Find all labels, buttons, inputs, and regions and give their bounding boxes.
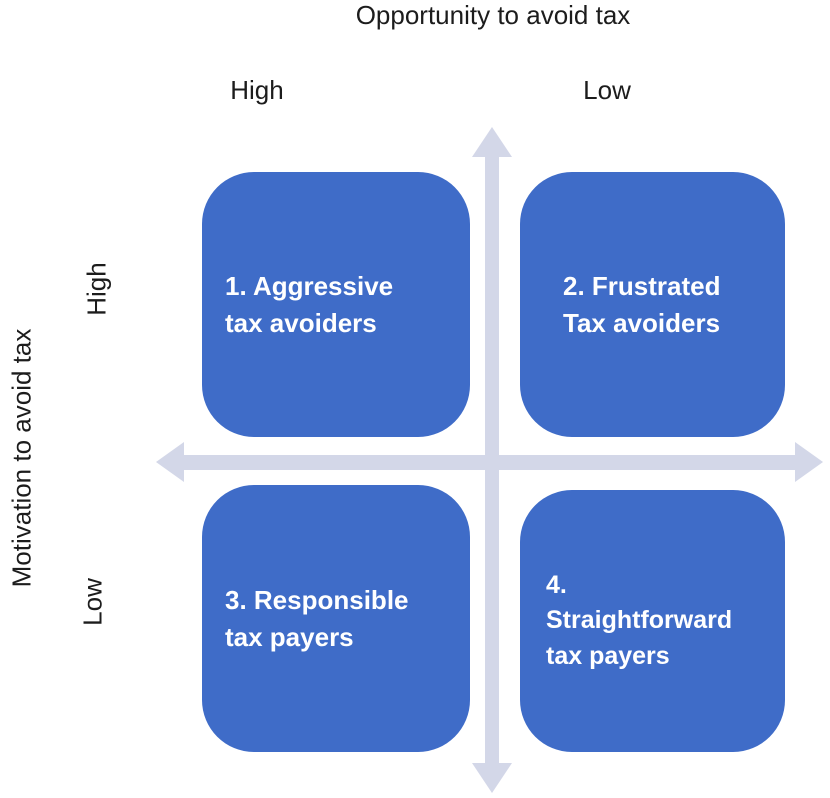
quadrant-3-responsible-tax-payers: 3. Responsible tax payers xyxy=(202,485,470,752)
quadrant-2-frustrated-tax-avoiders: 2. Frustrated Tax avoiders xyxy=(520,172,785,437)
y-axis-title: Motivation to avoid tax xyxy=(6,328,37,588)
horizontal-arrow-shaft xyxy=(184,455,795,470)
arrow-down-head-icon xyxy=(472,763,512,793)
y-axis-high-label: High xyxy=(81,262,112,316)
quadrant-label: 2. Frustrated Tax avoiders xyxy=(563,270,721,338)
arrow-right-head-icon xyxy=(795,442,823,482)
quadrant-4-straightforward-tax-payers: 4. Straightforward tax payers xyxy=(520,490,785,752)
x-axis-low-label: Low xyxy=(583,75,631,105)
y-axis-low-label: Low xyxy=(77,578,108,626)
arrow-up-head-icon xyxy=(472,127,512,157)
quadrant-label: 3. Responsible tax payers xyxy=(225,584,409,652)
quadrant-label: 4. Straightforward tax payers xyxy=(546,570,733,670)
quadrant-label: 1. Aggressive tax avoiders xyxy=(225,270,394,338)
x-axis-title: Opportunity to avoid tax xyxy=(355,0,631,30)
quadrant-1-aggressive-tax-avoiders: 1. Aggressive tax avoiders xyxy=(202,172,470,437)
arrow-left-head-icon xyxy=(156,442,184,482)
x-axis-high-label: High xyxy=(230,75,284,105)
